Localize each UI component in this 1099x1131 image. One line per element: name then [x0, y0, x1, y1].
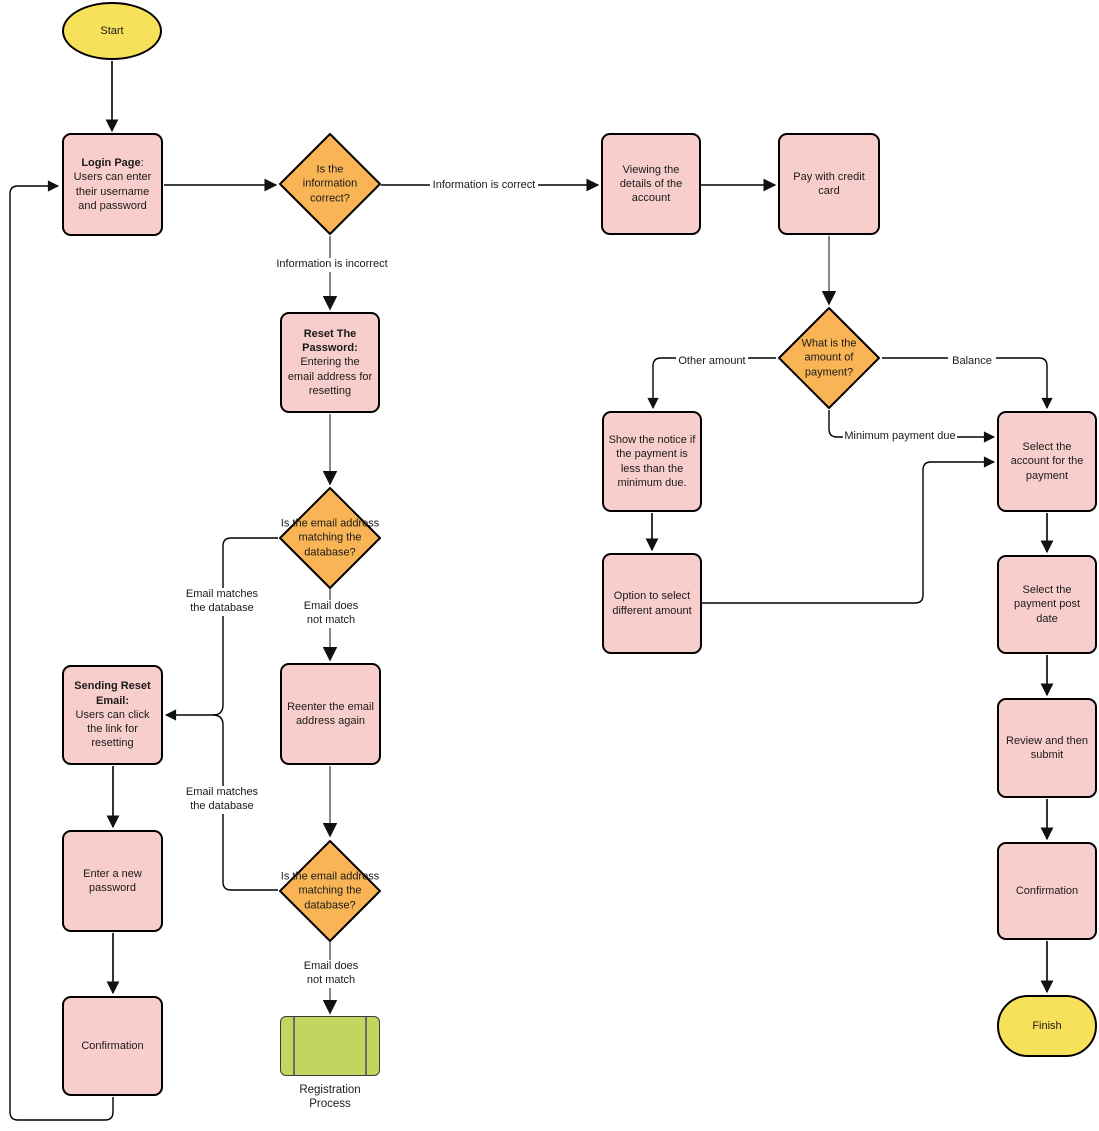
- info-correct-decision-node[interactable]: Is the information correct?: [278, 132, 382, 236]
- sending-reset-email-title: Sending Reset Email:: [74, 680, 151, 707]
- confirmation-right-label: Confirmation: [1015, 884, 1079, 897]
- start-label: Start: [100, 24, 124, 37]
- subprocess-bar-right: [365, 1017, 367, 1075]
- email-match-decision-1-node[interactable]: Is the email address matching the databa…: [278, 486, 382, 590]
- select-post-date-label: Select the payment post date: [1013, 584, 1081, 625]
- confirmation-left-node[interactable]: Confirmation: [62, 996, 163, 1096]
- amount-decision-label: What is the amount of payment?: [801, 337, 857, 379]
- confirmation-right-node[interactable]: Confirmation: [997, 842, 1097, 940]
- diamond-shape: [778, 307, 880, 409]
- info-correct-decision-label: Is the information correct?: [302, 163, 358, 205]
- edge-label-other-amount: Other amount: [676, 355, 748, 369]
- edge-balance: [882, 357, 1053, 410]
- reenter-email-node[interactable]: Reenter the email address again: [280, 663, 381, 765]
- login-page-body: Users can enter their username and passw…: [73, 171, 152, 212]
- sending-reset-email-node[interactable]: Sending Reset Email: Users can click the…: [62, 665, 163, 765]
- edge-minimum-payment-due: [828, 410, 996, 443]
- edge-other-amount: [647, 357, 776, 410]
- login-page-title: Login Page:: [81, 156, 144, 169]
- edge-label-information-is-incorrect: Information is incorrect: [272, 258, 392, 272]
- registration-process-label: Registration Process: [299, 1084, 361, 1111]
- show-notice-node[interactable]: Show the notice if the payment is less t…: [602, 411, 702, 512]
- finish-label: Finish: [1032, 1019, 1062, 1032]
- start-node[interactable]: Start: [62, 2, 162, 60]
- option-different-amount-label: Option to select different amount: [612, 590, 692, 617]
- viewing-details-label: Viewing the details of the account: [619, 163, 683, 205]
- edge-label-information-is-correct: Information is correct: [430, 179, 538, 193]
- login-page-node[interactable]: Login Page: Users can enter their userna…: [62, 133, 163, 236]
- edge-label-balance: Balance: [948, 355, 996, 369]
- pay-credit-card-node[interactable]: Pay with credit card: [778, 133, 880, 235]
- diamond-shape: [279, 487, 381, 589]
- email-match-decision-1-label: Is the email address matching the databa…: [280, 517, 380, 559]
- enter-new-password-label: Enter a new password: [83, 867, 142, 894]
- review-submit-node[interactable]: Review and then submit: [997, 698, 1097, 798]
- edge-label-email-does-not-match-2: Email does not match: [298, 960, 364, 988]
- viewing-details-node[interactable]: Viewing the details of the account: [601, 133, 701, 235]
- reset-password-node[interactable]: Reset The Password: Entering the email a…: [280, 312, 380, 413]
- reset-password-title: Reset The Password:: [302, 327, 358, 355]
- registration-process-node[interactable]: [280, 1016, 380, 1076]
- edge-label-minimum-payment-due: Minimum payment due: [843, 430, 957, 444]
- edge-label-email-does-not-match-1: Email does not match: [298, 600, 364, 628]
- enter-new-password-node[interactable]: Enter a new password: [62, 830, 163, 932]
- reset-password-body: Entering the email address for resetting: [287, 356, 373, 397]
- edge-email-matches-1: [164, 537, 278, 721]
- email-match-decision-2-node[interactable]: Is the email address matching the databa…: [278, 839, 382, 943]
- edge-confirmation-loop-to-login: [9, 180, 114, 1121]
- sending-reset-email-body: Users can click the link for resetting: [75, 708, 150, 750]
- select-account-node[interactable]: Select the account for the payment: [997, 411, 1097, 512]
- pay-credit-card-label: Pay with credit card: [793, 170, 865, 197]
- subprocess-bar-left: [293, 1017, 295, 1075]
- edge-label-email-matches-2: Email matches the database: [181, 786, 263, 814]
- diamond-shape: [279, 133, 381, 235]
- amount-decision-node[interactable]: What is the amount of payment?: [777, 306, 881, 410]
- show-notice-label: Show the notice if the payment is less t…: [608, 433, 696, 489]
- edge-email-matches-2: [212, 714, 278, 891]
- review-submit-label: Review and then submit: [1006, 734, 1088, 761]
- finish-node[interactable]: Finish: [997, 995, 1097, 1057]
- edge-option-to-select-account: [702, 456, 996, 604]
- edge-label-email-matches-1: Email matches the database: [181, 588, 263, 616]
- option-different-amount-node[interactable]: Option to select different amount: [602, 553, 702, 654]
- select-post-date-node[interactable]: Select the payment post date: [997, 555, 1097, 654]
- select-account-label: Select the account for the payment: [1010, 441, 1084, 482]
- diamond-shape: [279, 840, 381, 942]
- email-match-decision-2-label: Is the email address matching the databa…: [280, 870, 380, 912]
- reenter-email-label: Reenter the email address again: [287, 700, 374, 727]
- confirmation-left-label: Confirmation: [81, 1039, 144, 1052]
